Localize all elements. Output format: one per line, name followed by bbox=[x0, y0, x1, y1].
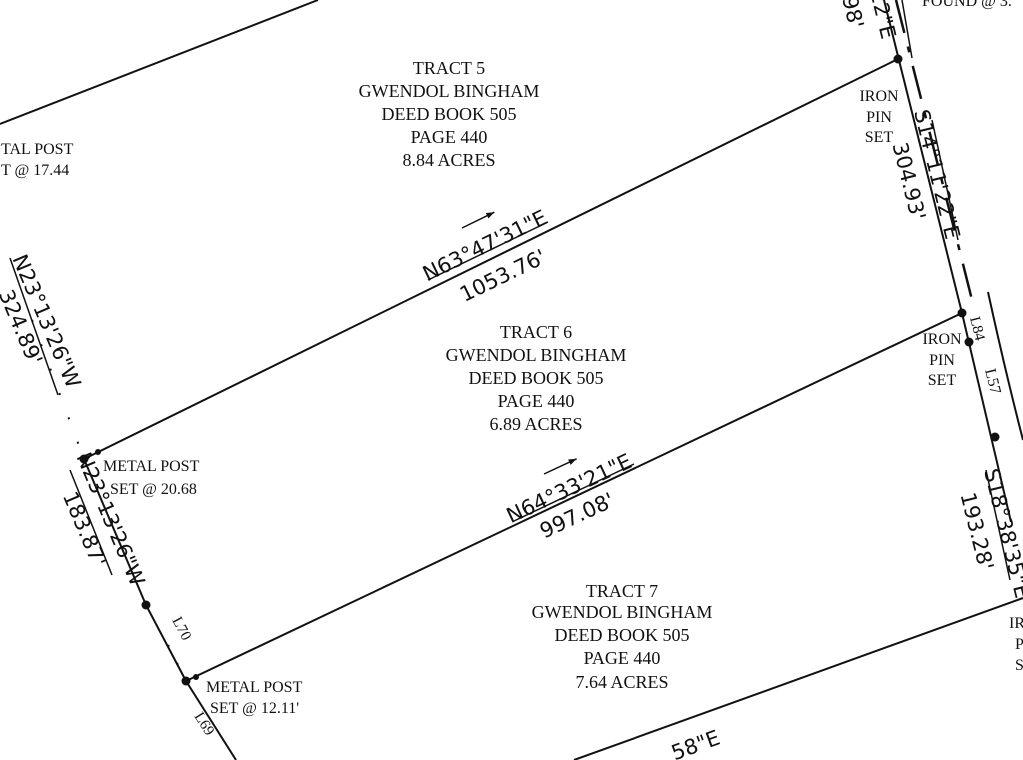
tract-5-6-division-line bbox=[83, 58, 899, 460]
tract-5-north-line bbox=[0, 0, 319, 125]
metal-post-note: METAL POST SET @ 20.68 bbox=[103, 458, 200, 498]
segment-label-l84: L84 bbox=[966, 315, 987, 343]
bearing-top-partial: 22"E bbox=[865, 0, 900, 41]
svg-text:P: P bbox=[1015, 636, 1023, 653]
road-centerline bbox=[894, 0, 974, 301]
segment-label-l70: L70 bbox=[168, 614, 193, 643]
svg-text:PIN: PIN bbox=[929, 352, 955, 369]
corner-marker bbox=[141, 600, 151, 610]
east-boundary-upper-road bbox=[901, 0, 913, 59]
tract-name: TRACT 6 bbox=[500, 322, 572, 342]
svg-text:IR: IR bbox=[1009, 615, 1023, 632]
west-boundary-l70 bbox=[145, 604, 187, 682]
svg-text:IRON: IRON bbox=[859, 88, 899, 105]
direction-arrow-tract5-6 bbox=[461, 211, 495, 229]
direction-arrow-tract6-7 bbox=[543, 458, 577, 475]
iron-pin-note: IRON PIN SET bbox=[922, 331, 962, 389]
tract-owner: GWENDOL BINGHAM bbox=[446, 345, 627, 365]
tract-page: PAGE 440 bbox=[411, 127, 488, 147]
svg-text:IRON: IRON bbox=[922, 331, 962, 348]
west-boundary-l69 bbox=[185, 680, 237, 760]
bearing-underline-tract5-6 bbox=[427, 221, 549, 281]
east-boundary-lower bbox=[961, 312, 1012, 523]
tract-acres: 6.89 ACRES bbox=[489, 414, 582, 434]
tract-deed: DEED BOOK 505 bbox=[555, 625, 690, 645]
corner-marker bbox=[79, 454, 89, 464]
corner-marker bbox=[95, 449, 101, 455]
bearing-underline-west-upper bbox=[9, 257, 59, 396]
tract-page: PAGE 440 bbox=[498, 391, 575, 411]
metal-post-note: METAL POST SET @ 12.11' bbox=[206, 679, 303, 717]
tract-5-label: TRACT 5 GWENDOL BINGHAM DEED BOOK 505 PA… bbox=[359, 58, 540, 170]
tract-deed: DEED BOOK 505 bbox=[469, 368, 604, 388]
corner-marker bbox=[957, 308, 967, 318]
svg-text:TAL POST: TAL POST bbox=[1, 141, 74, 158]
bearing-underline-east-lower bbox=[985, 469, 1011, 581]
corner-marker bbox=[964, 337, 974, 347]
svg-text:S: S bbox=[1015, 657, 1023, 674]
corner-marker bbox=[893, 54, 903, 64]
iron-pin-note-cut: IR P S bbox=[1009, 615, 1023, 674]
segment-label-l57: L57 bbox=[981, 367, 1004, 396]
metal-post-note-cut: TAL POST T @ 17.44 bbox=[1, 141, 74, 179]
tract-7-south-line bbox=[573, 597, 1023, 760]
distance-top-partial: 98' bbox=[837, 0, 868, 31]
tract-page: PAGE 440 bbox=[584, 648, 661, 668]
bearing-underline-tract6-7 bbox=[513, 463, 635, 522]
svg-text:PIN: PIN bbox=[866, 109, 892, 126]
bearing-underline-west-lower bbox=[69, 469, 113, 576]
tract-name: TRACT 7 bbox=[586, 581, 658, 601]
tract-deed: DEED BOOK 505 bbox=[382, 104, 517, 124]
tract-owner: GWENDOL BINGHAM bbox=[359, 81, 540, 101]
svg-text:SET @ 20.68: SET @ 20.68 bbox=[110, 481, 197, 498]
tract-6-label: TRACT 6 GWENDOL BINGHAM DEED BOOK 505 PA… bbox=[446, 322, 627, 434]
bearing-underline-east-upper bbox=[931, 119, 959, 241]
road-edge-line bbox=[987, 291, 1023, 441]
svg-text:SET: SET bbox=[928, 372, 957, 389]
corner-marker bbox=[193, 674, 199, 680]
svg-text:METAL POST: METAL POST bbox=[103, 458, 200, 475]
east-boundary-upper bbox=[883, 0, 963, 314]
svg-text:METAL POST: METAL POST bbox=[206, 679, 303, 696]
iron-pin-note: IRON PIN SET bbox=[859, 88, 899, 146]
west-boundary-lower bbox=[83, 458, 147, 606]
corner-marker bbox=[990, 432, 1000, 442]
svg-text:T @ 17.44: T @ 17.44 bbox=[1, 162, 69, 179]
tract-name: TRACT 5 bbox=[413, 58, 485, 78]
svg-text:SET @ 12.11': SET @ 12.11' bbox=[210, 700, 299, 717]
west-l70-dotted bbox=[167, 644, 187, 682]
tract-7-label: TRACT 7 GWENDOL BINGHAM DEED BOOK 505 PA… bbox=[532, 581, 713, 692]
tract-6-7-division-line bbox=[185, 312, 963, 682]
tract-acres: 8.84 ACRES bbox=[402, 150, 495, 170]
tract-acres: 7.64 ACRES bbox=[575, 672, 668, 692]
svg-text:SET: SET bbox=[865, 129, 894, 146]
tract-owner: GWENDOL BINGHAM bbox=[532, 602, 713, 622]
bearing-bottom-partial: 58"E bbox=[668, 726, 723, 760]
corner-marker bbox=[181, 676, 191, 686]
found-note-cut: FOUND @ 3. bbox=[922, 0, 1012, 10]
